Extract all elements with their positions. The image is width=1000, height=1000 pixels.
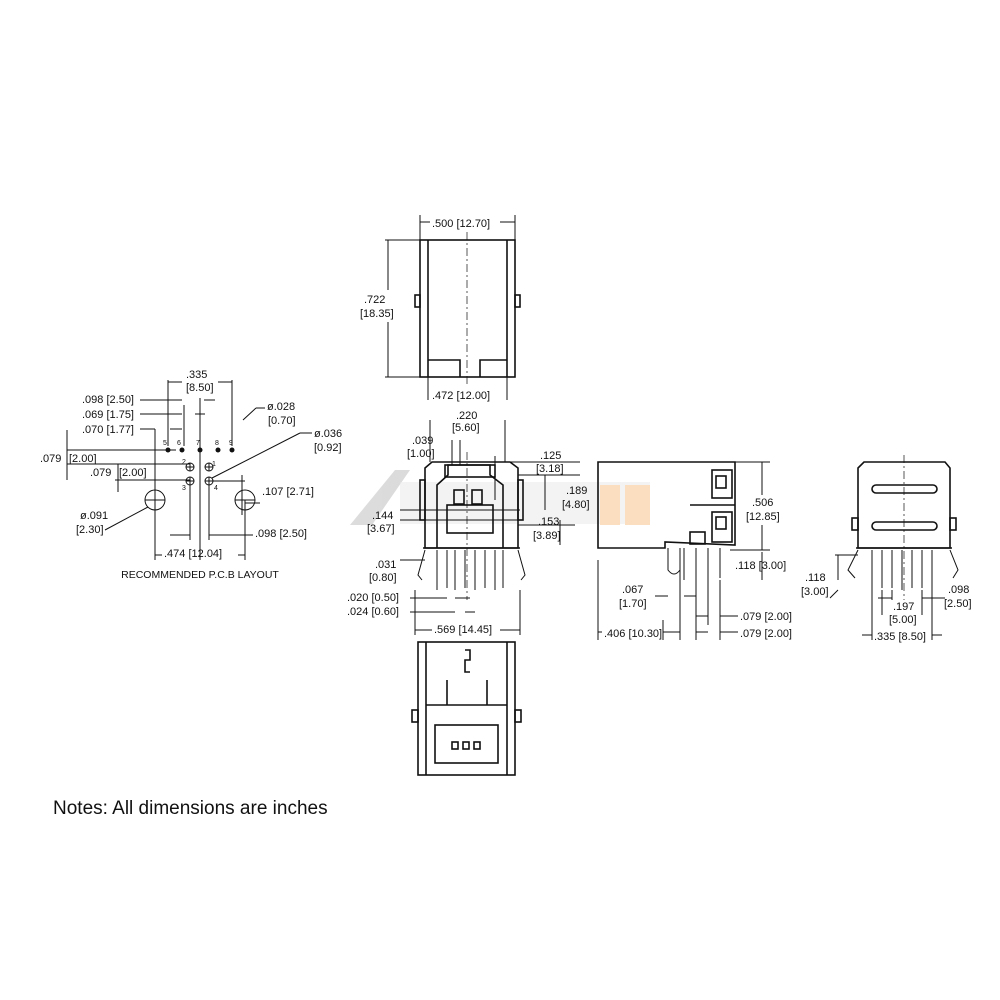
dim-label: .107 [2.71] — [262, 486, 314, 498]
pcb-hole-6 — [179, 447, 185, 453]
dim-label: [5.60] — [452, 422, 480, 434]
side-pins — [597, 461, 770, 640]
dim-label: [2.50] — [944, 598, 972, 610]
dim-label: .506 — [752, 497, 773, 509]
dim-label: [4.80] — [562, 499, 590, 511]
dim-label: [0.70] — [268, 415, 296, 427]
dim-label: [0.92] — [314, 442, 342, 454]
pin-label: 5 — [163, 440, 167, 447]
dim-label: .079 — [40, 453, 61, 465]
dim-label: .079 — [90, 467, 111, 479]
dim-label: [3.00] — [801, 586, 829, 598]
dim-label: [2.00] — [119, 467, 147, 479]
dim-label: .474 [12.04] — [164, 548, 222, 560]
dim-label: .220 — [456, 410, 477, 422]
dim-label: [2.00] — [69, 453, 97, 465]
dim-label: [8.50] — [186, 382, 214, 394]
dim-label: .335 [8.50] — [874, 631, 926, 643]
front-view: .220 [5.60] .039 [1.00] .125 [3.18] .189… — [347, 410, 590, 636]
dim-label: .125 — [540, 450, 561, 462]
dim-label: ø.036 — [314, 428, 342, 440]
dim-label: .118 — [805, 572, 826, 584]
dim-label: .722 — [364, 294, 385, 306]
pcb-hole-7 — [197, 447, 203, 453]
pin-label: 4 — [214, 485, 218, 492]
dim-label: .079 [2.00] — [740, 628, 792, 640]
dim-label: .569 [14.45] — [434, 624, 492, 636]
dim-label: .070 [1.77] — [82, 424, 134, 436]
dim-label: .031 — [375, 559, 396, 571]
dim-label: .153 — [538, 516, 559, 528]
pcb-hole-8 — [215, 447, 221, 453]
dim-label: [3.18] — [536, 463, 564, 475]
dim-label: .039 — [412, 435, 433, 447]
pcb-layout-title: RECOMMENDED P.C.B LAYOUT — [121, 569, 279, 581]
pin-label: 7 — [196, 440, 200, 447]
rear-pins — [829, 549, 959, 640]
dim-label: .098 [2.50] — [82, 394, 134, 406]
pcb-layout: 1 2 3 4 5 6 7 8 9 .335 [8.50] .098 [2.50… — [40, 369, 342, 581]
dim-label: [18.35] — [360, 308, 394, 320]
dim-label: .144 — [372, 510, 393, 522]
dim-label: [2.30] — [76, 524, 104, 536]
front-pins — [417, 549, 526, 590]
rear-view: .118 [3.00] .098 [2.50] .197 [5.00] .335… — [801, 455, 972, 643]
dim-label: [12.85] — [746, 511, 780, 523]
dim-label: .189 — [566, 485, 587, 497]
dim-label: .067 — [622, 584, 643, 596]
dim-label: .069 [1.75] — [82, 409, 134, 421]
bottom-view — [411, 641, 522, 776]
dim-label: [3.67] — [367, 523, 395, 535]
dim-label: [5.00] — [889, 614, 917, 626]
dim-label: .098 — [948, 584, 969, 596]
top-view: .500 [12.70] .722 [18.35] .472 [12.00] — [360, 215, 521, 402]
dim-label: .472 [12.00] — [432, 390, 490, 402]
dim-label: .335 — [186, 369, 207, 381]
pin-label: 1 — [212, 461, 216, 468]
dim-label: .098 [2.50] — [255, 528, 307, 540]
dim-label: [1.00] — [407, 448, 435, 460]
watermark-logo — [350, 470, 650, 525]
pcb-holes — [144, 447, 256, 511]
notes-text: Notes: All dimensions are inches — [53, 798, 328, 819]
pin-label: 9 — [229, 440, 233, 447]
dim-label: .020 [0.50] — [347, 592, 399, 604]
dim-label: [3.89] — [533, 530, 561, 542]
dim-label: ø.028 — [267, 401, 295, 413]
dim-label: .406 [10.30] — [604, 628, 662, 640]
dim-label: .079 [2.00] — [740, 611, 792, 623]
dim-label: .500 [12.70] — [432, 218, 490, 230]
pin-label: 2 — [182, 459, 186, 466]
dim-label: [1.70] — [619, 598, 647, 610]
dim-label: .024 [0.60] — [347, 606, 399, 618]
pin-label: 3 — [182, 485, 186, 492]
pin-label: 6 — [177, 440, 181, 447]
side-view: .506 [12.85] .118 [3.00] .067 [1.70] .07… — [597, 461, 792, 640]
pcb-hole-9 — [229, 447, 235, 453]
dim-label: ø.091 — [80, 510, 108, 522]
dim-label: [0.80] — [369, 572, 397, 584]
pin-numbers: 1 2 3 4 5 6 7 8 9 — [163, 440, 233, 492]
pin-label: 8 — [215, 440, 219, 447]
pcb-hole-5 — [165, 447, 171, 453]
dim-label: .197 — [893, 601, 914, 613]
dim-label: .118 [3.00] — [735, 560, 786, 572]
